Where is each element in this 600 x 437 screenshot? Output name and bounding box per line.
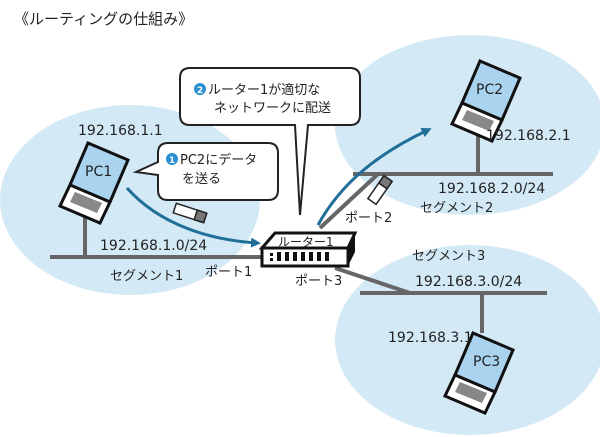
segment-1-name: セグメント1	[110, 269, 183, 284]
pc3-laptop-icon: PC3	[442, 331, 515, 415]
pc1-laptop-icon: PC1	[57, 141, 130, 225]
step-badge-1	[166, 153, 178, 165]
callout-1-line-1: PC2にデータ	[180, 152, 257, 168]
pc1-label: PC1	[85, 164, 112, 180]
pc2-label: PC2	[476, 82, 503, 98]
packet-icon	[366, 174, 394, 206]
data-flow-arrow-1	[125, 187, 261, 248]
segment-3-network: 192.168.3.0/24	[415, 274, 522, 290]
pc3-ip: 192.168.3.1	[388, 330, 473, 346]
pc3-label: PC3	[473, 354, 500, 370]
pc2-laptop-icon: PC2	[449, 59, 522, 143]
router-label: ルーター1	[278, 235, 334, 249]
data-flow-arrow-2	[316, 128, 432, 226]
callout-2-line-2: ネットワークに配送	[214, 101, 331, 116]
pc1-ip: 192.168.1.1	[78, 123, 163, 139]
callout-2-line-1: ルーター1が適切な	[208, 82, 320, 98]
port-3-link	[334, 266, 411, 295]
port-2-link	[318, 172, 380, 230]
port-2-label: ポート2	[345, 211, 392, 226]
port-1-label: ポート1	[205, 265, 252, 280]
step-badge-2-number: 2	[197, 86, 203, 96]
segment-3-name: セグメント3	[412, 249, 485, 264]
step-badge-2	[194, 83, 206, 95]
packet-icon	[172, 202, 208, 224]
segment-2-network: 192.168.2.0/24	[438, 181, 545, 197]
callout-2: 2 ルーター1が適切な ネットワークに配送	[179, 67, 361, 216]
callout-1-line-2: を送る	[182, 172, 221, 187]
port-3-label: ポート3	[295, 274, 342, 289]
segment-1-network: 192.168.1.0/24	[100, 238, 207, 254]
router-icon: ルーター1	[258, 231, 358, 268]
callout-1: 1 PC2にデータ を送る	[132, 142, 279, 201]
diagram-title: 《ルーティングの仕組み》	[14, 10, 193, 28]
segment-2-name: セグメント2	[420, 201, 493, 216]
pc2-ip: 192.168.2.1	[486, 128, 571, 144]
step-badge-1-number: 1	[169, 156, 175, 166]
